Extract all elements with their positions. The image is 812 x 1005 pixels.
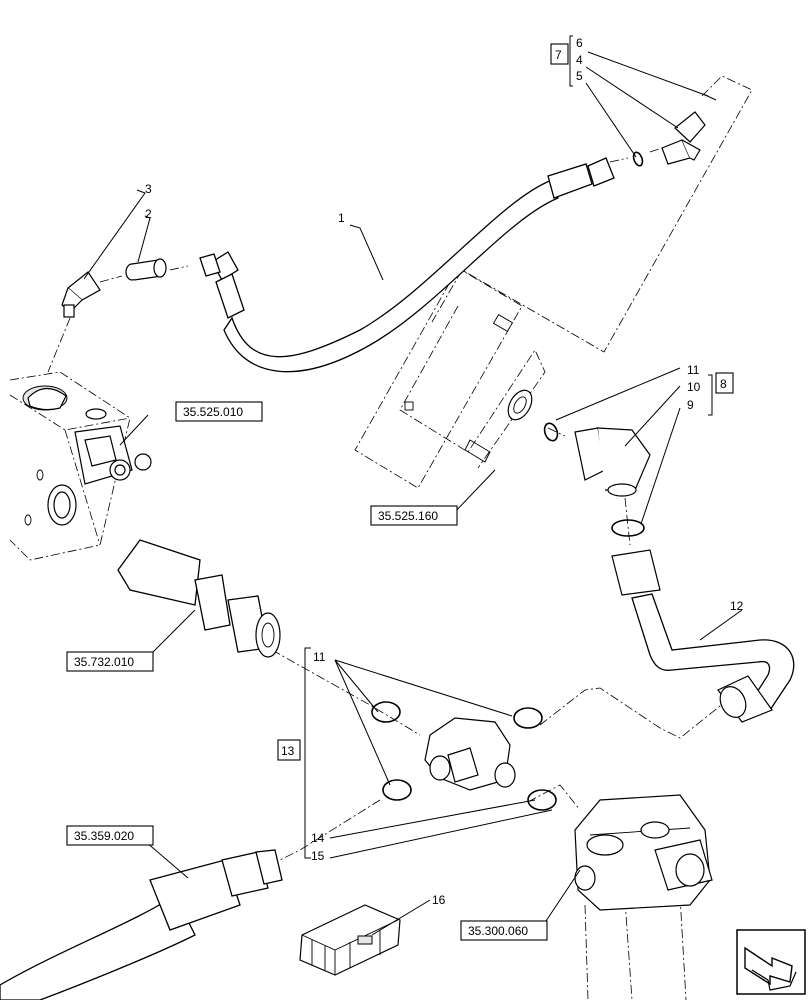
ref-35-732-010[interactable]: 35.732.010: [66, 651, 154, 672]
callout-13: 13: [281, 744, 295, 758]
leader-lines: [83, 35, 743, 936]
callout-12: 12: [730, 599, 744, 613]
callout-11-top: 11: [687, 363, 700, 377]
crate-16: [299, 904, 401, 976]
cross-fitting-13: [371, 701, 557, 811]
ref-35-359-020[interactable]: 35.359.020: [66, 825, 154, 846]
pipe-12: [611, 549, 795, 723]
callout-10: 10: [687, 380, 701, 394]
valve-block-outline: [354, 267, 546, 489]
kit-box-8: [715, 372, 734, 394]
callout-6: 6: [576, 36, 583, 50]
kit-box-13: [277, 739, 301, 761]
left-valve-block: [9, 371, 152, 561]
hose-1: [199, 157, 615, 373]
elbow-fitting-10: [543, 422, 651, 537]
kit-box-7: [550, 43, 569, 65]
callout-5: 5: [576, 69, 583, 83]
callout-3: 3: [145, 182, 152, 196]
callout-15: 15: [311, 849, 325, 863]
callout-4: 4: [576, 53, 583, 67]
ref-35-300-060[interactable]: 35.300.060: [460, 920, 548, 941]
ref-35-525-010[interactable]: 35.525.010: [175, 401, 263, 422]
callout-8: 8: [720, 377, 727, 391]
ref-35-525-010-label: 35.525.010: [183, 405, 243, 419]
callout-2: 2: [145, 207, 152, 221]
next-page-arrow-icon[interactable]: [736, 929, 806, 995]
callout-11-bottom: 11: [313, 650, 326, 664]
callouts: 1 2 3 6 4 5 11 10 9 12 11 14 15 16: [145, 36, 744, 907]
callout-16: 16: [432, 893, 446, 907]
callout-1: 1: [338, 211, 345, 225]
ref-35-525-160[interactable]: 35.525.160: [370, 505, 458, 526]
elbow-fitting-3: [61, 271, 101, 318]
kit-callouts: 7 8 13: [277, 43, 734, 761]
hose-35-732-010: [117, 539, 281, 658]
callout-7: 7: [555, 48, 562, 62]
ref-35-732-010-label: 35.732.010: [74, 655, 134, 669]
ref-35-525-160-label: 35.525.160: [378, 509, 438, 523]
straight-adapter-2: [125, 258, 167, 281]
reference-links[interactable]: 35.525.010 35.525.160 35.732.010 35.359.…: [66, 401, 548, 941]
elbow-fitting-4: [632, 93, 717, 167]
pump-housing: [574, 794, 713, 911]
ref-35-300-060-label: 35.300.060: [468, 924, 528, 938]
ref-35-359-020-label: 35.359.020: [74, 829, 134, 843]
callout-9: 9: [687, 398, 694, 412]
callout-14: 14: [311, 831, 325, 845]
hose-35-359-020: [0, 849, 283, 1001]
